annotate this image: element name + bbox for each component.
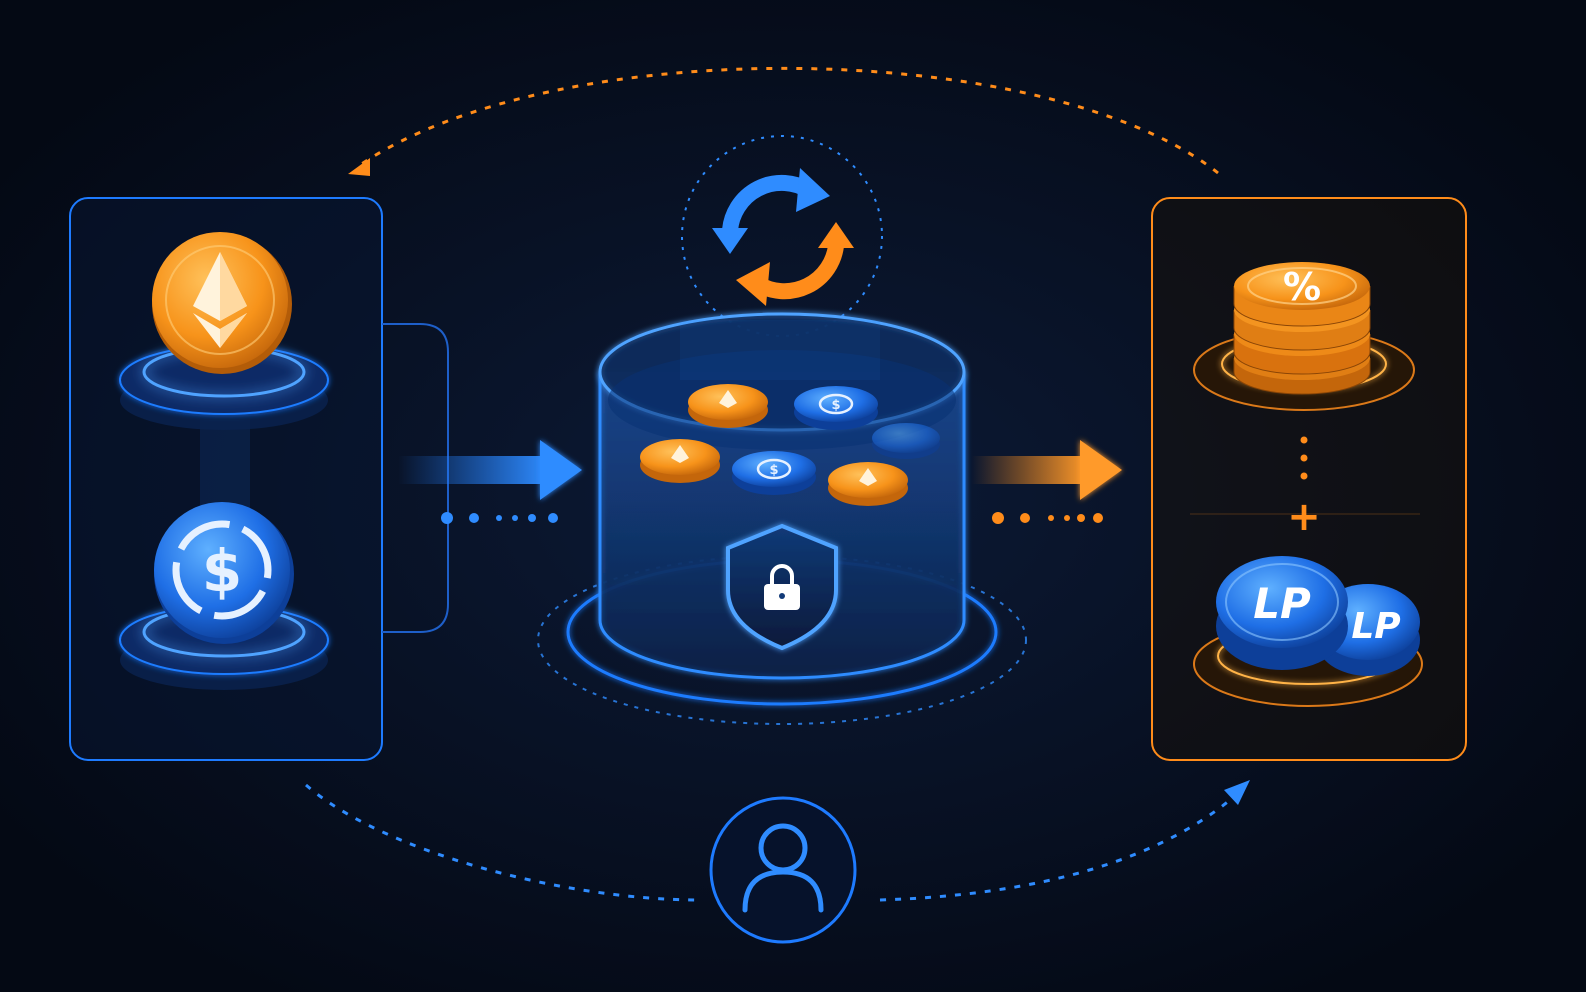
shield-lock-icon — [726, 523, 838, 651]
pool-usdc-symbol-3: $ — [769, 463, 778, 478]
usdc-symbol: $ — [202, 537, 242, 605]
pool-usdc-coin-3: $ — [732, 451, 816, 495]
usdc-coin-icon: $ — [154, 502, 294, 644]
percent-symbol: % — [1283, 265, 1321, 309]
reward-plus-connector: + — [1190, 436, 1420, 540]
reward-arrow — [972, 440, 1122, 524]
pool-eth-coin-2 — [640, 439, 720, 483]
link-glow — [200, 420, 250, 510]
lp-token-icon: LP LP — [1216, 556, 1420, 676]
arrowhead-right-icon — [1224, 780, 1250, 805]
pool-usdc-symbol-1: $ — [831, 398, 840, 413]
deposit-arrow — [398, 440, 582, 524]
user-icon — [709, 796, 857, 944]
lp-back-label: LP — [1351, 606, 1400, 647]
liquidity-pool-icon: $ $ — [537, 312, 1027, 725]
ethereum-coin-icon — [152, 232, 292, 374]
pool-usdc-coin-1: $ — [794, 386, 878, 430]
swap-cycle-icon — [681, 135, 883, 337]
bottom-flow-arc — [305, 780, 1250, 902]
top-return-arc — [348, 66, 1219, 176]
plus-icon: + — [1287, 494, 1321, 540]
pool-eth-coin-1 — [688, 384, 768, 428]
pool-eth-coin-3 — [828, 462, 908, 506]
lp-front-label: LP — [1253, 579, 1311, 628]
percent-coin-stack-icon: % — [1233, 262, 1371, 395]
input-assets-panel: $ — [69, 197, 449, 761]
output-rewards-panel: % + LP LP — [1151, 197, 1467, 761]
pool-usdc-coin-2 — [872, 423, 940, 459]
arrowhead-left-icon — [348, 158, 370, 176]
